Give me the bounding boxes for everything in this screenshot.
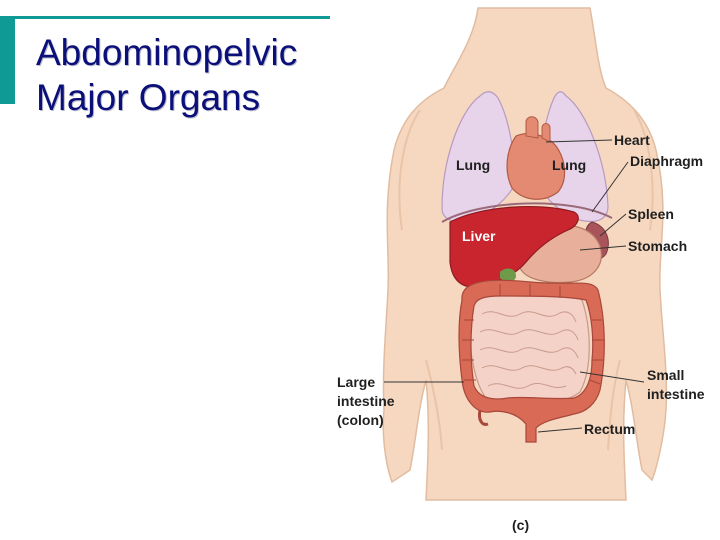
leader-spleen — [599, 213, 627, 237]
label-rectum: Rectum — [584, 421, 635, 437]
label-large-intestine-3: (colon) — [337, 412, 384, 428]
leader-heart — [545, 139, 613, 143]
label-liver: Liver — [462, 228, 496, 244]
large-intestine — [458, 279, 605, 443]
panel-label: (c) — [512, 517, 529, 533]
hip-shading — [425, 359, 443, 451]
shoulder-shading — [633, 109, 654, 231]
shoulder-shading — [398, 109, 421, 231]
label-large-intestine-1: Large — [337, 374, 375, 390]
label-stomach: Stomach — [628, 238, 687, 254]
leader-stomach — [579, 245, 627, 251]
anatomy-figure: Lung Lung Liver Heart Diaphragm Spleen S… — [337, 7, 705, 533]
slide-title: Abdominopelvic Major Organs — [36, 30, 297, 120]
hip-shading — [607, 359, 621, 451]
diaphragm — [441, 202, 613, 223]
title-line-1: Abdominopelvic — [36, 32, 298, 73]
colon-haustra — [462, 284, 604, 385]
accent-bar — [0, 16, 15, 104]
title-line-2: Major Organs — [36, 77, 261, 118]
label-spleen: Spleen — [628, 206, 674, 222]
aorta — [525, 116, 539, 139]
small-intestine-folds — [479, 311, 579, 389]
label-lung-left: Lung — [456, 157, 490, 173]
accent-rule — [15, 16, 330, 19]
label-small-intestine-1: Small — [647, 367, 684, 383]
leader-rectum — [537, 427, 583, 433]
gallbladder — [500, 268, 516, 282]
appendix — [478, 409, 489, 426]
label-diaphragm: Diaphragm — [630, 153, 703, 169]
label-small-intestine-2: intestine — [647, 386, 705, 402]
label-lung-right: Lung — [552, 157, 586, 173]
label-heart: Heart — [614, 132, 650, 148]
leader-small-intestine — [579, 371, 645, 383]
label-large-intestine-2: intestine — [337, 393, 395, 409]
leader-diaphragm — [591, 161, 629, 213]
vena-cava — [541, 123, 551, 143]
